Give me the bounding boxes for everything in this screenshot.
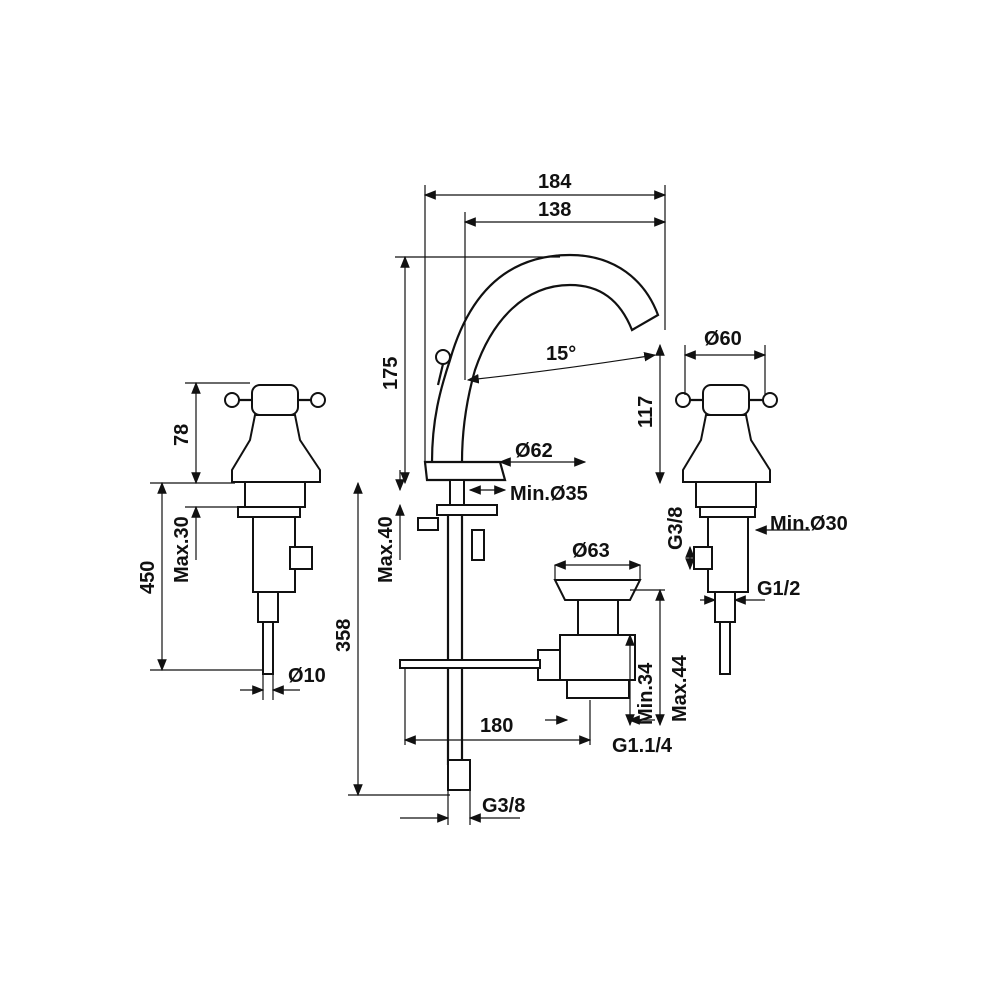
dim-max30: Max.30 <box>171 516 193 583</box>
dim-180: 180 <box>480 715 513 737</box>
dim-358: 358 <box>333 619 355 652</box>
dim-184: 184 <box>538 171 572 193</box>
dim-min-d35: Min.Ø35 <box>510 483 588 505</box>
dim-min34: Min.34 <box>635 662 657 725</box>
dim-175: 175 <box>380 357 402 390</box>
dim-138: 138 <box>538 199 571 221</box>
dim-d10: Ø10 <box>288 665 326 687</box>
dim-450: 450 <box>137 561 159 594</box>
dim-15deg: 15° <box>546 343 576 365</box>
dim-max44: Max.44 <box>669 654 691 722</box>
dim-78: 78 <box>171 424 193 446</box>
right-handle <box>675 384 778 675</box>
dim-g1-1-4: G1.1/4 <box>612 735 673 757</box>
dim-max40: Max.40 <box>375 516 397 583</box>
spout <box>417 253 660 791</box>
dim-117: 117 <box>635 396 657 428</box>
dim-d62: Ø62 <box>515 440 553 462</box>
dim-g3-8-bottom: G3/8 <box>482 795 525 817</box>
left-handle <box>224 384 326 675</box>
dim-min-d30: Min.Ø30 <box>770 513 848 535</box>
dimension-lines <box>150 185 810 825</box>
dim-d63: Ø63 <box>572 540 610 562</box>
dim-g1-2: G1/2 <box>757 578 800 600</box>
dim-g3-8-right: G3/8 <box>665 507 687 550</box>
dim-d60: Ø60 <box>704 328 742 350</box>
waste <box>399 579 642 699</box>
